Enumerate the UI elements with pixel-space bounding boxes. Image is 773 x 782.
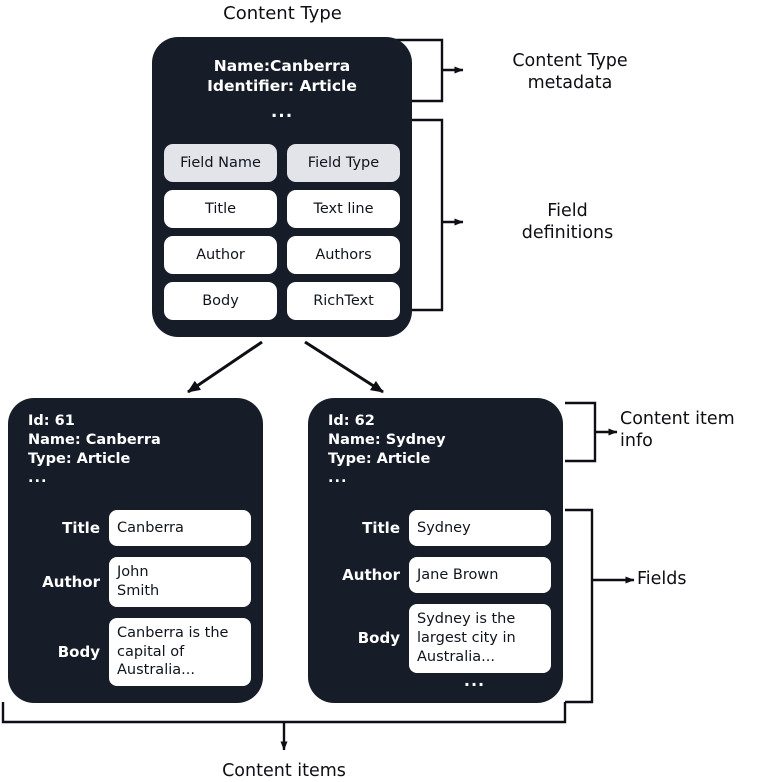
field-name-cell: Author <box>164 236 277 274</box>
content-type-card: Name:Canberra Identifier: Article ... Fi… <box>152 37 412 369</box>
field-definition-row: Body RichText <box>164 282 400 320</box>
content-item-type: Type: Article <box>28 451 131 468</box>
content-type-bottom-ellipsis: ... <box>270 350 294 370</box>
field-value: Canberra is the capital of Australia... <box>109 617 251 687</box>
field-value: Sydney is the largest city in Australia.… <box>409 604 551 673</box>
bracket-fields <box>565 508 635 704</box>
content-item-name: Name: Sydney <box>328 432 446 449</box>
field-name-cell: Body <box>164 282 277 320</box>
page-title: Content Type <box>223 3 342 24</box>
content-item-field-row: Body Sydney is the largest city in Austr… <box>320 604 551 673</box>
arrow-ct-to-item-left <box>187 340 263 394</box>
content-item-id: Id: 62 <box>328 413 375 429</box>
arrow-ct-to-item-right <box>304 340 384 394</box>
content-item-fields: Title Canberra Author John Smith Body Ca… <box>20 510 251 687</box>
field-label: Author <box>42 572 100 591</box>
content-item-field-row: Title Sydney <box>320 510 551 546</box>
content-item-id: Id: 61 <box>28 413 75 429</box>
field-label: Title <box>62 519 100 537</box>
content-type-metadata-ellipsis: ... <box>270 101 294 122</box>
content-item-field-row: Author Jane Brown <box>320 557 551 593</box>
field-label: Title <box>362 519 400 537</box>
content-item-fields: Title Sydney Author Jane Brown Body Sydn… <box>320 510 551 673</box>
content-item-field-row: Body Canberra is the capital of Australi… <box>20 617 251 687</box>
content-type-identifier: Identifier: Article <box>207 77 357 96</box>
field-label: Body <box>57 642 100 661</box>
label-content-item-info: Content item info <box>620 409 735 452</box>
field-name-cell: Title <box>164 190 277 228</box>
content-item-field-row: Title Canberra <box>20 510 251 546</box>
field-definitions-table: Field Name Field Type Title Text line Au… <box>164 144 400 320</box>
field-type-cell: Authors <box>287 236 400 274</box>
field-type-column-header: Field Type <box>287 144 400 182</box>
label-content-type-metadata: Content Type metadata <box>512 51 628 94</box>
content-item-card: Id: 62 Name: Sydney Type: Article ... Ti… <box>308 398 563 703</box>
content-type-metadata-block: Name:Canberra Identifier: Article ... <box>152 37 412 122</box>
label-field-definitions: Field definitions <box>521 201 614 244</box>
content-item-bottom-ellipsis: ... <box>463 671 486 690</box>
content-type-name: Name:Canberra <box>213 57 351 75</box>
content-item-field-row: Author John Smith <box>20 557 251 607</box>
label-content-items: Content items <box>222 761 346 781</box>
field-definition-row: Title Text line <box>164 190 400 228</box>
field-definition-row: Author Authors <box>164 236 400 274</box>
content-item-card: Id: 61 Name: Canberra Type: Article ... … <box>8 398 263 703</box>
content-item-info-ellipsis: ... <box>328 470 348 487</box>
bracket-content-items <box>1 702 567 751</box>
field-value: Sydney <box>409 510 551 546</box>
field-value: Canberra <box>109 510 251 546</box>
field-label: Author <box>342 566 400 584</box>
field-table-header-row: Field Name Field Type <box>164 144 400 182</box>
field-label: Body <box>357 629 400 648</box>
content-item-info-ellipsis: ... <box>28 470 48 487</box>
content-item-type: Type: Article <box>328 451 431 468</box>
content-item-info-block: Id: 61 Name: Canberra Type: Article ... <box>28 412 161 489</box>
content-item-bottom-ellipsis: ... <box>163 671 186 690</box>
field-value: John Smith <box>109 557 251 607</box>
field-value: Jane Brown <box>409 557 551 593</box>
content-item-name: Name: Canberra <box>28 432 161 449</box>
field-name-column-header: Field Name <box>164 144 277 182</box>
field-type-cell: Text line <box>287 190 400 228</box>
content-item-info-block: Id: 62 Name: Sydney Type: Article ... <box>328 412 446 489</box>
bracket-content-item-info <box>565 401 618 463</box>
label-fields: Fields <box>637 569 687 589</box>
field-type-cell: RichText <box>287 282 400 320</box>
